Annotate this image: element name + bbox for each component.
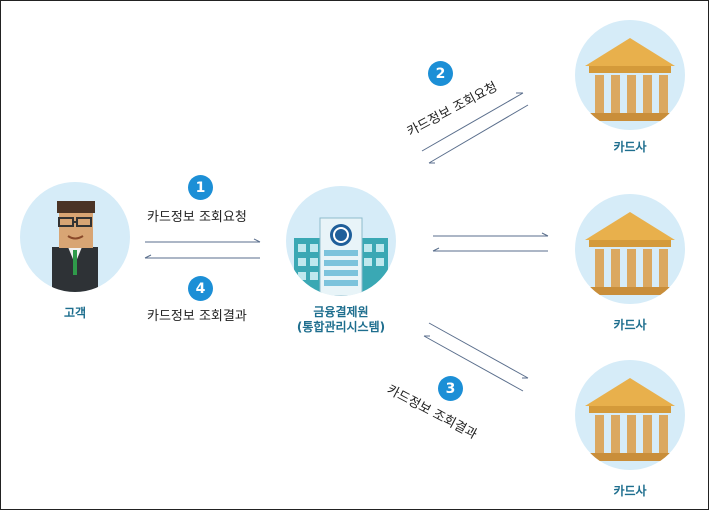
step-4-label: 카드정보 조회결과 [147, 309, 247, 324]
arrow-step3 [423, 335, 524, 392]
center-node [286, 186, 396, 296]
card-company-node-mid [575, 194, 685, 304]
center-label-line2: (통합관리시스템) [296, 320, 386, 334]
card-company-label-mid: 카드사 [613, 318, 647, 332]
customer-node [20, 182, 130, 292]
step-2-badge: 2 [428, 61, 453, 86]
arrow-step4 [144, 254, 260, 259]
card-company-node-top [575, 20, 685, 130]
center-label: 금융결제원 (통합관리시스템) [273, 305, 409, 335]
card-company-label-top: 카드사 [613, 140, 647, 154]
bank-icon [585, 378, 675, 461]
step-3-badge: 3 [438, 376, 463, 401]
businessman-icon [52, 201, 98, 292]
arrow-from-mid [432, 247, 548, 252]
arrow-to-bottom [428, 322, 529, 379]
card-company-node-bottom [575, 360, 685, 470]
arrow-to-mid [433, 232, 549, 237]
building-icon [294, 217, 388, 296]
arrow-return-top [428, 104, 529, 164]
arrow-step2 [421, 92, 524, 152]
step-1-badge: 1 [188, 175, 213, 200]
bank-icon [585, 38, 675, 121]
card-company-label-bottom: 카드사 [613, 484, 647, 498]
bank-icon [585, 212, 675, 295]
customer-label: 고객 [63, 306, 87, 320]
step-4-badge: 4 [188, 276, 213, 301]
center-label-line1: 금융결제원 [313, 305, 369, 319]
arrow-step1 [145, 238, 261, 243]
step-1-label: 카드정보 조회요청 [147, 210, 247, 225]
